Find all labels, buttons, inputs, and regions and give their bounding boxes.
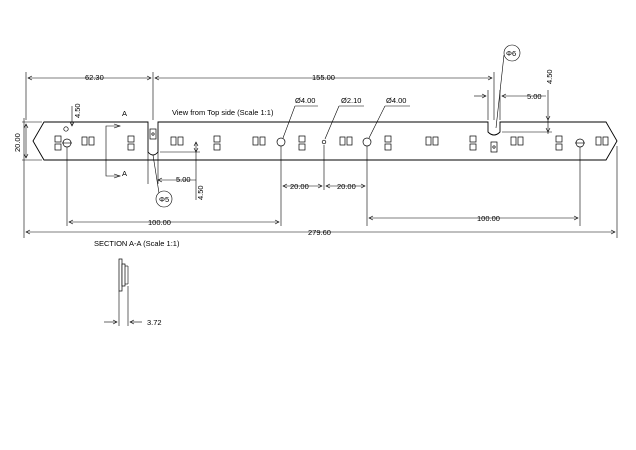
section-marker-top: A [122, 109, 127, 118]
dim-4-50-left-text: 4.50 [73, 103, 82, 118]
dim-20-left: 20.00 [13, 133, 22, 152]
section-cut-markers: A A [105, 109, 127, 179]
slot-5-label: Φ5 [159, 195, 169, 204]
dim-height-left: 20.00 [13, 121, 42, 161]
dim-62-30: 62.30 [85, 73, 104, 82]
dim-4-50-mid: 4.50 [196, 185, 205, 200]
hole-4-a-label: Ø4.00 [295, 96, 315, 105]
section-view: 3.72 [104, 258, 162, 327]
hole-2-1-label: Ø2.10 [341, 96, 361, 105]
section-title: SECTION A-A (Scale 1:1) [94, 239, 180, 248]
dim-hole-spacing: 20.00 20.00 [280, 145, 368, 226]
dim-5-right: 5.00 [527, 92, 542, 101]
holes [62, 126, 585, 153]
view-title: View from Top side (Scale 1:1) [172, 108, 274, 117]
dim-slot-right: 5.00 4.50 [474, 69, 554, 134]
slot-5-callout: Φ5 [152, 154, 173, 208]
dim-4-50-left: 4.50 [69, 103, 82, 127]
section-marker-bottom: A [122, 169, 127, 178]
dim-155: 155.00 [312, 73, 335, 82]
dim-279-60: 279.60 [308, 228, 331, 237]
dim-20-a: 20.00 [290, 182, 309, 191]
dim-100-right-text: 100.00 [477, 214, 500, 223]
dim-5-left: 5.00 [176, 175, 191, 184]
dim-top-chain: 62.30 155.00 [25, 72, 495, 120]
slot-6-callout: Φ6 [495, 44, 521, 129]
dim-100-left-text: 100.00 [148, 218, 171, 227]
dim-20-b: 20.00 [337, 182, 356, 191]
dim-100-left: 100.00 [66, 147, 280, 227]
slot-6-label: Φ6 [506, 49, 516, 58]
led-pads [54, 135, 609, 151]
hole-4-b-label: Ø4.00 [386, 96, 406, 105]
dim-3-72: 3.72 [147, 318, 162, 327]
dim-100-right: 100.00 [368, 147, 581, 226]
dim-overall-length: 279.60 [23, 118, 618, 238]
hole-callouts: Ø4.00 Ø2.10 Ø4.00 [282, 96, 410, 140]
dim-slot-left: 5.00 4.50 [147, 141, 205, 200]
dim-4-50-right: 4.50 [545, 69, 554, 84]
